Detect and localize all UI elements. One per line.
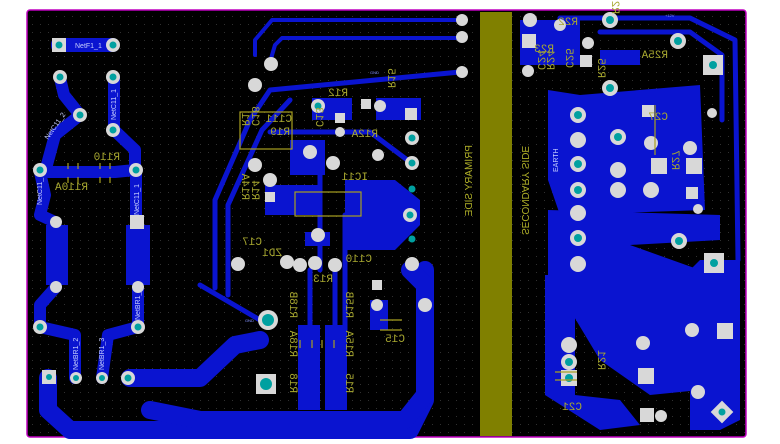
- pads: [33, 12, 734, 424]
- designator-c24: C24: [534, 50, 546, 70]
- designator-r18b: R18B: [286, 291, 298, 318]
- designator-zd1: ZD1: [262, 248, 282, 260]
- net-label-earth: EARTH: [553, 148, 560, 172]
- net-labels: NetF1_1 NetC11_2 NetC11_1 NetC11_ NetC11…: [37, 13, 675, 370]
- designator-r13: R13: [313, 274, 333, 286]
- designator-r15b: R15B: [342, 291, 354, 318]
- designator-r18a: R18A: [286, 330, 298, 357]
- net-label-12v: +12V: [665, 13, 675, 18]
- secondary-side-label: SECONDARY SIDE: [519, 146, 530, 235]
- net-label-br1: NetBR1_: [135, 291, 142, 320]
- designator-r24: R24: [543, 50, 555, 70]
- designator-r19: R19: [270, 127, 290, 139]
- designator-r22: R22: [558, 17, 578, 29]
- net-label-c11-1b: NetC11_1: [134, 184, 141, 215]
- designator-c111: C111: [265, 114, 292, 126]
- designator-r25a: R25A: [641, 50, 668, 62]
- designator-r25: R25: [594, 58, 606, 78]
- designator-r110a: R110A: [55, 182, 88, 194]
- net-label-gnd: GND: [370, 70, 379, 75]
- designator-c21: C21: [562, 402, 582, 414]
- component-designators: R110 R110A R12 R15 C111 R19 C18 R1 C13 R…: [55, 0, 680, 414]
- designator-r18: R18: [286, 373, 298, 393]
- designator-r12a: R12A: [351, 129, 378, 141]
- designator-c27: C27: [648, 112, 668, 124]
- designator-ic11: IC11: [341, 172, 368, 184]
- net-label-br1-2: NetBR1_2: [73, 338, 80, 370]
- designator-r27: R27: [668, 150, 680, 170]
- designator-r15-top: R15: [384, 68, 396, 88]
- net-label-c11-left: NetC11_: [37, 178, 44, 205]
- designator-r15: R15: [342, 373, 354, 393]
- designator-r21: R21: [594, 350, 606, 370]
- silkscreen-outlines: [67, 105, 656, 381]
- designator-c17: C17: [242, 237, 262, 249]
- net-label-gnd-2: GND: [245, 318, 254, 323]
- designator-r23: R23: [534, 44, 554, 56]
- primary-side-label: PRIMARY SIDE: [464, 145, 475, 217]
- designator-c25: C25: [562, 48, 574, 68]
- designator-r110: R110: [94, 152, 120, 164]
- secondary-copper: [520, 15, 741, 430]
- designator-r15a: R15A: [342, 330, 354, 357]
- designator-r1: R1: [238, 112, 250, 126]
- net-label-c11-1: NetC11_1: [111, 89, 118, 120]
- designator-r12: R12: [328, 88, 348, 100]
- designator-r14: R14: [248, 180, 260, 200]
- designator-c18: C18: [248, 106, 260, 126]
- net-label-f1-1: NetF1_1: [75, 43, 102, 50]
- designator-r26a: R26A: [608, 0, 620, 14]
- isolation-bar: [480, 12, 512, 436]
- primary-copper: [141, 98, 434, 429]
- designator-c110: C110: [346, 254, 372, 266]
- designator-c13: C13: [312, 107, 324, 127]
- designator-r14a: R14A: [238, 173, 250, 200]
- net-label-br1-3: NetBR1_3: [99, 338, 106, 370]
- designator-c15: C15: [385, 334, 405, 346]
